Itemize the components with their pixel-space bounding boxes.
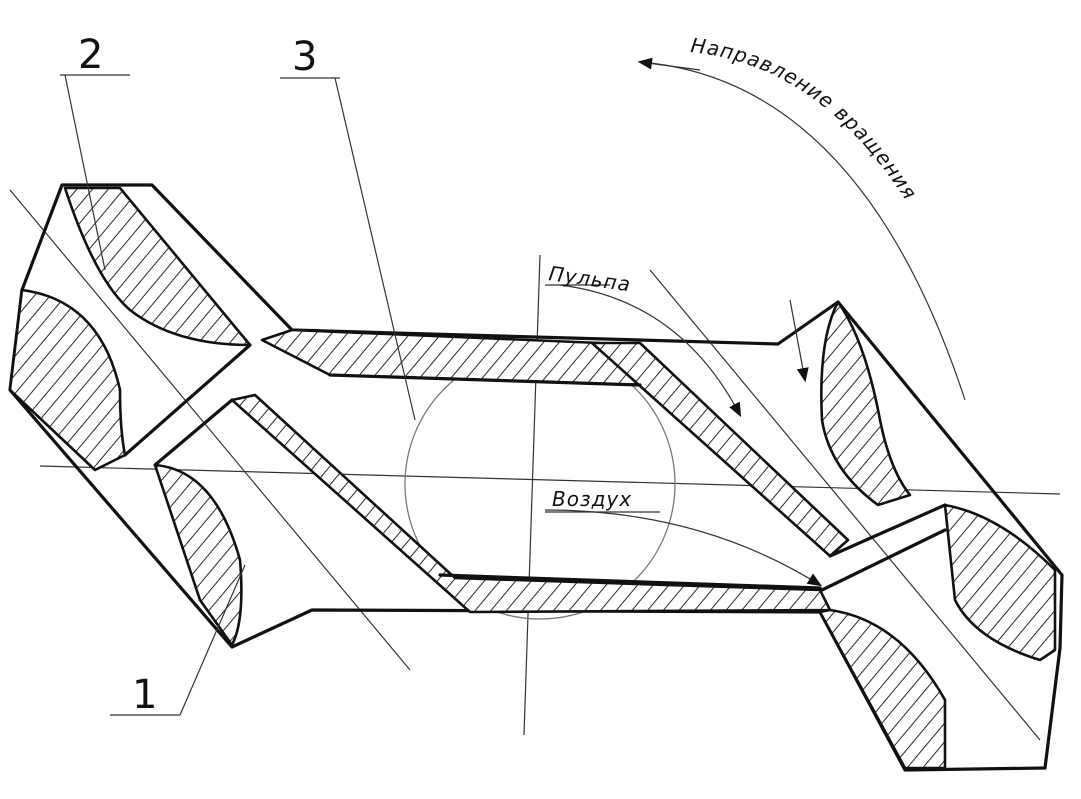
label-rotation-direction: Направление вращения xyxy=(689,33,922,204)
label-2-leader xyxy=(64,74,106,271)
label-3: 3 xyxy=(292,34,317,80)
rotation-arrowhead xyxy=(637,57,701,71)
rotation-sub-arrow xyxy=(789,299,809,383)
inner-upper-line xyxy=(328,373,642,387)
body-outline xyxy=(8,183,1064,772)
right-side-hatch xyxy=(943,503,1057,662)
air-flow-arrow xyxy=(544,509,823,587)
label-pulp: Пульпа xyxy=(547,261,632,296)
left-side-hatch xyxy=(8,288,127,472)
label-1: 1 xyxy=(132,672,157,718)
right-end-block xyxy=(818,300,1057,770)
lower-wall-hatch xyxy=(230,393,832,614)
flow-arrows xyxy=(544,57,966,587)
central-channel xyxy=(230,328,850,614)
left-lower-hatch xyxy=(153,463,243,647)
left-channel-wall-a xyxy=(123,343,252,457)
left-top-hatch xyxy=(63,186,252,347)
upper-right-diagonal-hatch xyxy=(590,341,850,558)
label-air: Воздух xyxy=(552,487,632,511)
right-lower-hatch xyxy=(818,608,947,770)
inner-lower-line xyxy=(438,573,822,590)
left-channel-wall-b xyxy=(153,398,234,467)
label-1-leader xyxy=(179,564,246,716)
label-3-leader xyxy=(334,77,416,421)
rotation-arc xyxy=(639,61,966,401)
label-2: 2 xyxy=(78,32,103,78)
rotation-text-path: Направление вращения xyxy=(689,33,921,204)
leader-lines xyxy=(60,74,660,716)
right-channel-wall-b xyxy=(820,528,947,592)
vertical-axis-line xyxy=(523,254,541,736)
diagonal-axis-left xyxy=(9,189,411,671)
right-channel-wall-a xyxy=(828,503,947,558)
left-end-block xyxy=(8,183,1064,772)
right-upper-hatch xyxy=(820,300,912,507)
diagonal-axis-right xyxy=(649,269,1041,741)
pulp-flow-arrow xyxy=(559,284,742,418)
